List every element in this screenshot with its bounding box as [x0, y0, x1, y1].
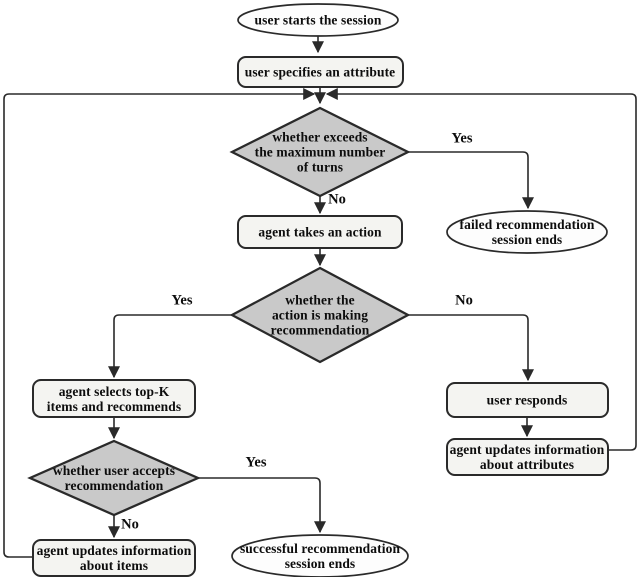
edge-exceeds-yes-to-failed-end — [408, 151, 534, 210]
update-attributes-process-shape — [446, 438, 609, 476]
specify-attribute-process-shape — [237, 56, 404, 88]
user-responds-process-shape — [446, 382, 609, 418]
edge-loop-update-items-to-merge — [3, 88, 316, 558]
agent-action-process-shape — [237, 215, 403, 249]
failed-end-terminal-shape — [446, 210, 608, 254]
is-recommendation-decision-shape — [229, 266, 411, 364]
start-terminal-shape — [237, 3, 399, 37]
select-topk-process-shape — [32, 379, 196, 418]
edge-is-rec-no-to-user-responds — [408, 314, 534, 382]
update-items-process-shape — [32, 539, 196, 577]
edge-is-rec-yes-to-select-topk — [108, 314, 232, 379]
edge-accepts-yes-to-success-end — [198, 477, 326, 534]
user-accepts-decision-shape — [27, 439, 201, 517]
edge-loop-update-attributes-to-merge — [325, 88, 637, 451]
exceeds-max-turns-decision-shape — [229, 106, 411, 198]
success-end-terminal-shape — [231, 534, 409, 577]
